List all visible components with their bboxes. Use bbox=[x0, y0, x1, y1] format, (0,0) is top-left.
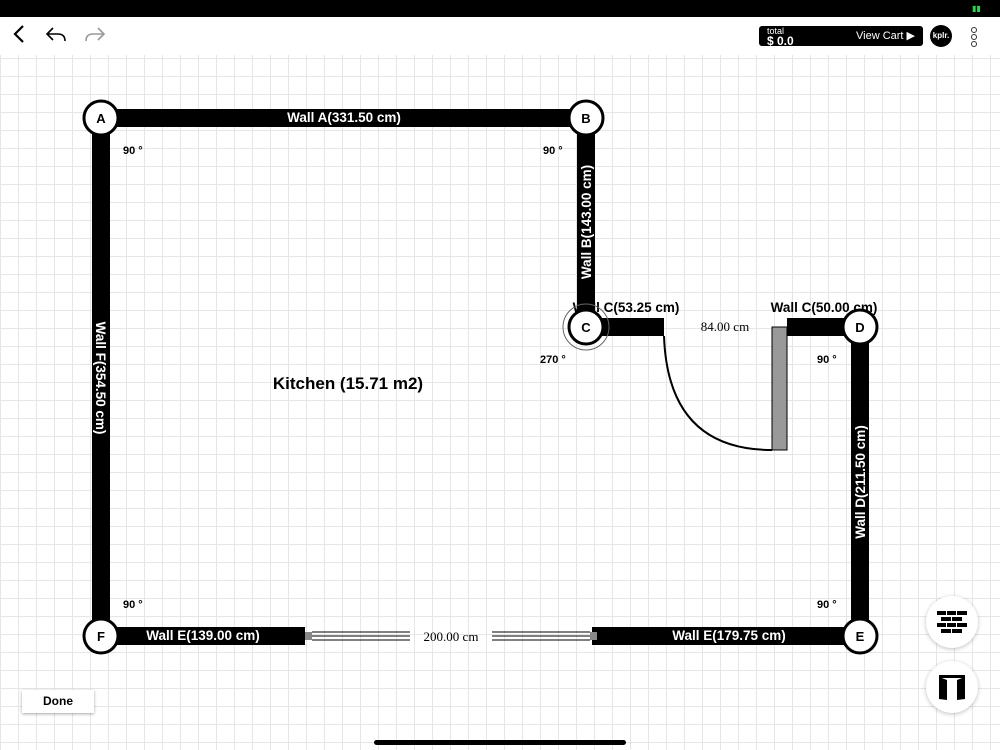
door[interactable]: 84.00 cm bbox=[663, 319, 788, 451]
wall-e-left[interactable] bbox=[92, 627, 305, 645]
window-width-label: 200.00 cm bbox=[424, 629, 479, 644]
svg-text:F: F bbox=[97, 629, 105, 644]
view-cart-button[interactable]: total $ 0.0 View Cart ▶ bbox=[759, 26, 923, 48]
wall-e2-label: Wall E(179.75 cm) bbox=[672, 628, 786, 643]
more-options-icon[interactable] bbox=[971, 27, 977, 48]
done-button[interactable]: Done bbox=[22, 690, 94, 713]
angle-a: 90 ° bbox=[123, 145, 143, 157]
add-wall-button[interactable] bbox=[926, 596, 978, 648]
wall-d[interactable] bbox=[851, 318, 869, 645]
toolbar: total $ 0.0 View Cart ▶ kplr. bbox=[0, 17, 1000, 55]
angle-e: 90 ° bbox=[817, 599, 837, 611]
angle-c: 270 ° bbox=[540, 354, 566, 366]
redo-icon[interactable] bbox=[84, 23, 106, 51]
svg-text:D: D bbox=[855, 320, 864, 335]
brand-logo[interactable]: kplr. bbox=[930, 25, 952, 47]
total-label: total bbox=[767, 26, 785, 36]
corner-b[interactable]: B bbox=[567, 99, 605, 137]
wall-b[interactable] bbox=[577, 109, 595, 336]
corner-a[interactable]: A bbox=[82, 99, 120, 137]
wall-a[interactable] bbox=[92, 109, 595, 127]
angle-d: 90 ° bbox=[817, 354, 837, 366]
svg-text:A: A bbox=[96, 111, 106, 126]
battery-icon: ▮▮ bbox=[972, 4, 981, 13]
angle-b: 90 ° bbox=[543, 145, 563, 157]
window[interactable]: 200.00 cm bbox=[305, 629, 597, 644]
angle-f: 90 ° bbox=[123, 599, 143, 611]
total-value: $ 0.0 bbox=[767, 34, 794, 48]
corner-f[interactable]: F bbox=[82, 617, 120, 655]
corner-e[interactable]: E bbox=[841, 617, 879, 655]
add-door-button[interactable] bbox=[926, 661, 978, 713]
home-indicator bbox=[374, 740, 626, 745]
wall-f[interactable] bbox=[92, 109, 110, 645]
back-icon[interactable] bbox=[12, 23, 26, 51]
wall-d-label: Wall D(211.50 cm) bbox=[853, 425, 868, 539]
brick-wall-icon bbox=[937, 611, 967, 633]
wall-e1-label: Wall E(139.00 cm) bbox=[146, 628, 260, 643]
svg-text:C: C bbox=[581, 320, 591, 335]
svg-text:B: B bbox=[581, 111, 590, 126]
wall-a-label: Wall A(331.50 cm) bbox=[287, 110, 401, 125]
room-label: Kitchen (15.71 m2) bbox=[273, 374, 423, 393]
wall-b-label: Wall B(143.00 cm) bbox=[579, 165, 594, 279]
wall-f-label: Wall F(354.50 cm) bbox=[93, 322, 108, 435]
status-bar: ▮▮ bbox=[0, 0, 1000, 17]
svg-text:E: E bbox=[856, 629, 865, 644]
door-icon bbox=[939, 675, 965, 700]
wall-c1-label: Wall C(53.25 cm) bbox=[573, 300, 680, 315]
corner-d[interactable]: D bbox=[841, 308, 879, 346]
door-width-label: 84.00 cm bbox=[701, 319, 749, 334]
undo-icon[interactable] bbox=[45, 23, 67, 51]
corner-c[interactable]: C bbox=[562, 303, 610, 351]
view-cart-label: View Cart ▶ bbox=[856, 30, 915, 42]
wall-e-right[interactable] bbox=[592, 627, 869, 645]
